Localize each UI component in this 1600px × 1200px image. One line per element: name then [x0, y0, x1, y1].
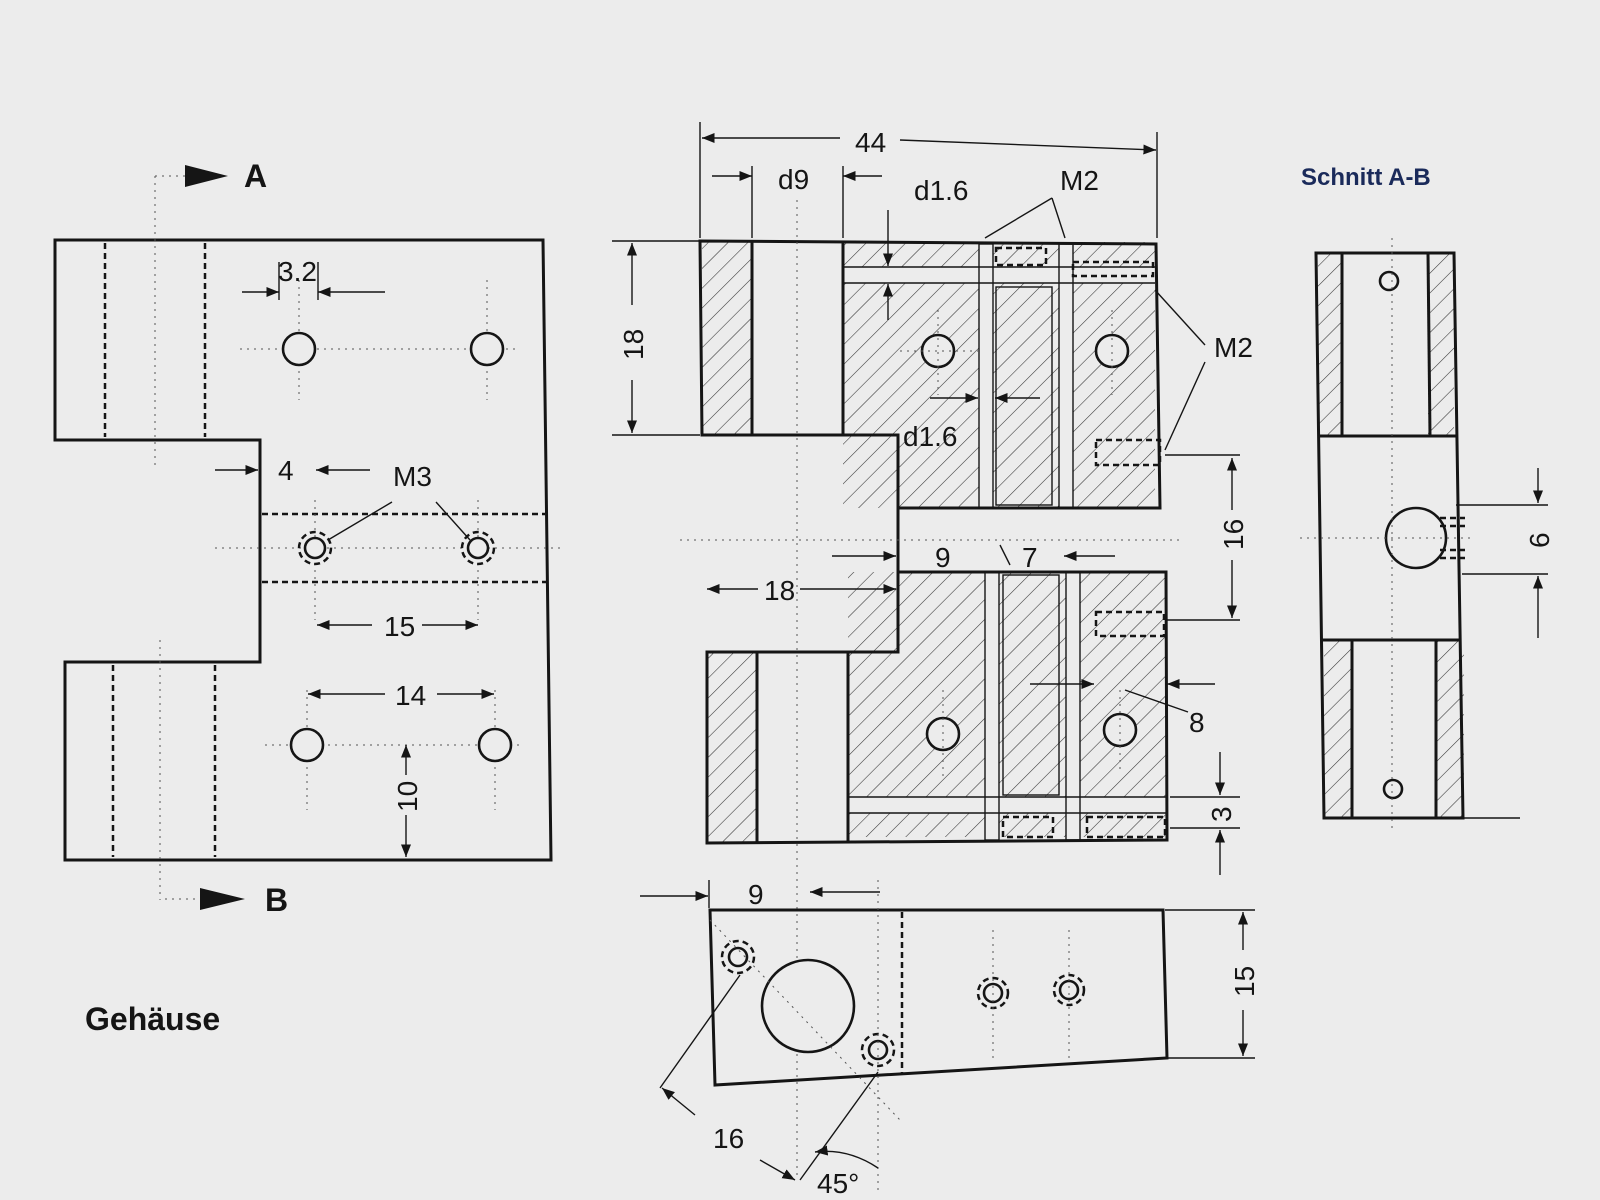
hole	[289, 727, 325, 763]
dim-text: 14	[395, 680, 426, 711]
dim-text: 44	[855, 127, 886, 158]
top-view	[708, 880, 1169, 1190]
dim-text: 3	[1206, 806, 1237, 822]
dim-15-left: 15	[317, 611, 478, 642]
dim-text: 16	[713, 1123, 744, 1154]
dim-16-angle: 16	[659, 974, 879, 1181]
hole	[1382, 778, 1404, 800]
drawing-title: Gehäuse	[85, 1001, 220, 1037]
dim-4: 4	[215, 455, 370, 486]
dim-text: 18	[764, 575, 795, 606]
dim-text: 4	[278, 455, 294, 486]
dim-text: d1.6	[903, 421, 958, 452]
label-text: M2	[1214, 332, 1253, 363]
section-mark-b: B	[165, 882, 288, 918]
dim-3-2: 3.2	[242, 256, 385, 300]
hole	[1378, 270, 1400, 292]
dim-3: 3	[1170, 752, 1240, 875]
dim-text: 18	[618, 329, 649, 360]
dim-text: 9	[935, 542, 951, 573]
section-a-b-view	[1300, 238, 1548, 830]
dim-15-right: 15	[1165, 909, 1260, 1059]
dim-44: 44	[699, 122, 1158, 238]
dim-16-vert: 16	[1165, 454, 1249, 621]
dim-18-horiz: 18	[707, 575, 896, 606]
threaded-hole-m3	[466, 536, 490, 560]
threaded-hole-m3	[303, 536, 327, 560]
hole	[281, 331, 317, 367]
bore	[760, 958, 856, 1054]
label-m3: M3	[327, 461, 471, 541]
dim-10: 10	[392, 745, 423, 857]
threaded-hole	[1058, 979, 1080, 1001]
label-m2-right: M2	[1154, 289, 1253, 451]
dim-text: d1.6	[914, 175, 969, 206]
label-text: M2	[1060, 165, 1099, 196]
dim-text: 9	[748, 879, 764, 910]
label-m2-top: M2	[984, 165, 1099, 239]
label-text: M3	[393, 461, 432, 492]
dim-text: 3.2	[278, 256, 317, 287]
section-view	[680, 200, 1180, 1180]
dim-text: 45°	[817, 1168, 859, 1199]
section-title: Schnitt A-B	[1301, 164, 1431, 191]
section-mark-a: A	[155, 158, 267, 194]
angle-45: 45°	[814, 1145, 879, 1199]
dim-text: 10	[392, 781, 423, 812]
dim-d1-6-top: d1.6	[882, 175, 969, 320]
dim-9-7: 9 7	[832, 542, 1115, 573]
dim-text: 6	[1524, 532, 1555, 548]
dim-9-bottom: 9	[640, 879, 880, 910]
dim-6: 6	[1462, 468, 1555, 638]
threaded-hole	[727, 946, 749, 968]
section-label-a: A	[244, 158, 267, 194]
bore	[1384, 506, 1448, 570]
dim-text: 15	[384, 611, 415, 642]
section-label-b: B	[265, 882, 288, 918]
dim-text: 7	[1022, 542, 1038, 573]
front-view	[53, 176, 560, 900]
dim-text: 8	[1189, 707, 1205, 738]
dim-18-vert: 18	[612, 240, 700, 436]
hole	[469, 331, 505, 367]
dim-d1-6-mid: d1.6	[903, 392, 1040, 452]
dim-d9: d9	[712, 164, 882, 238]
hole	[477, 727, 513, 763]
dim-text: 15	[1229, 966, 1260, 997]
dim-8: 8	[1030, 678, 1215, 738]
dim-text: d9	[778, 164, 809, 195]
dim-text: 16	[1218, 519, 1249, 550]
dim-14: 14	[308, 680, 494, 711]
